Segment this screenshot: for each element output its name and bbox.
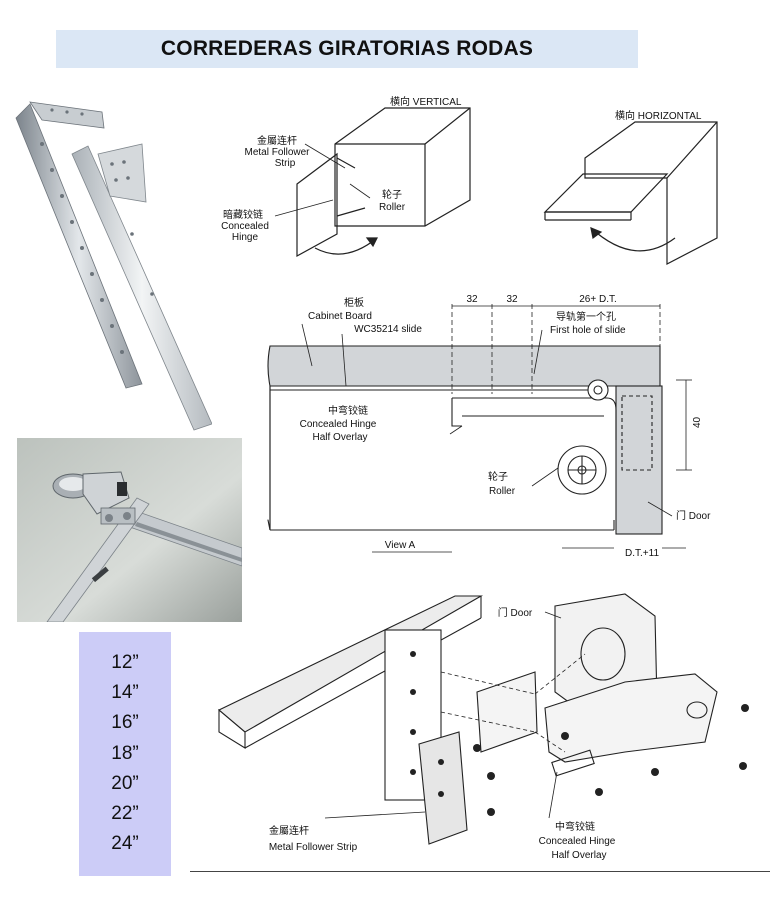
view-a-label: View A bbox=[385, 540, 416, 551]
roller-label: Roller bbox=[489, 486, 516, 497]
dim-32a: 32 bbox=[466, 294, 478, 305]
size-item: 24” bbox=[111, 833, 139, 855]
size-item: 16” bbox=[111, 712, 139, 734]
size-item: 22” bbox=[111, 802, 139, 824]
roller-cn: 轮子 bbox=[382, 188, 402, 201]
metal-follower-en: Metal Follower bbox=[244, 147, 310, 158]
dim-40: 40 bbox=[692, 416, 703, 428]
divider-line bbox=[190, 871, 770, 872]
hinge-label: Concealed Hinge bbox=[300, 419, 377, 430]
slides-photo bbox=[12, 84, 212, 436]
dim-32b: 32 bbox=[506, 294, 518, 305]
half-overlay-label: Half Overlay bbox=[551, 850, 606, 861]
hinge-label: Hinge bbox=[232, 232, 259, 243]
half-overlay-label: Half Overlay bbox=[312, 432, 367, 443]
hinge-cn: 中弯铰链 bbox=[328, 404, 368, 417]
section-diagram: 32 32 26+ D.T. 柜板 Cabinet Board WC35214 … bbox=[267, 294, 711, 559]
size-item: 14” bbox=[111, 682, 139, 704]
dim-dt: D.T.+11 bbox=[625, 548, 659, 559]
door-label: 门 Door bbox=[498, 606, 533, 619]
size-item: 20” bbox=[111, 772, 139, 794]
roller-cn: 轮子 bbox=[488, 470, 508, 483]
hinge-cn: 中弯铰链 bbox=[555, 820, 595, 833]
metal-label: Metal Follower Strip bbox=[269, 842, 358, 853]
page-title: CORREDERAS GIRATORIAS RODAS bbox=[160, 37, 534, 60]
size-item: 18” bbox=[111, 742, 139, 764]
vertical-label: 横向 VERTICAL bbox=[390, 95, 462, 108]
size-item: 12” bbox=[111, 652, 139, 673]
size-list: 12” 14” 16” 18” 20” 22” 24” bbox=[79, 632, 171, 876]
orientation-diagram: 横向 VERTICAL 横向 HORIZONTAL 金屬连杆 Metal Fol… bbox=[221, 95, 718, 265]
hinge-label: Concealed Hinge bbox=[539, 836, 616, 847]
hinge-photo bbox=[17, 438, 242, 622]
hinge-cn: 暗藏铰链 bbox=[223, 208, 263, 221]
metal-follower-cn: 金屬连杆 bbox=[257, 134, 297, 147]
concealed-label: Concealed bbox=[221, 221, 269, 232]
door-label: 门 Door bbox=[676, 509, 711, 522]
title-band: CORREDERAS GIRATORIAS RODAS bbox=[56, 30, 638, 68]
dim-26: 26+ D.T. bbox=[579, 294, 617, 305]
cabinet-cn: 柜板 bbox=[344, 296, 364, 309]
first-hole-label: First hole of slide bbox=[550, 325, 626, 336]
metal-cn: 金屬连杆 bbox=[269, 824, 309, 837]
exploded-diagram: 门 Door 金屬连杆 Metal Follower Strip 中弯铰链 Co… bbox=[217, 593, 749, 861]
strip-label: Strip bbox=[275, 158, 296, 169]
slide-label: WC35214 slide bbox=[354, 324, 422, 335]
roller-label: Roller bbox=[379, 202, 406, 213]
horizontal-label: 横向 HORIZONTAL bbox=[615, 109, 702, 122]
first-hole-cn: 导轨第一个孔 bbox=[556, 310, 616, 323]
cabinet-label: Cabinet Board bbox=[308, 311, 372, 322]
